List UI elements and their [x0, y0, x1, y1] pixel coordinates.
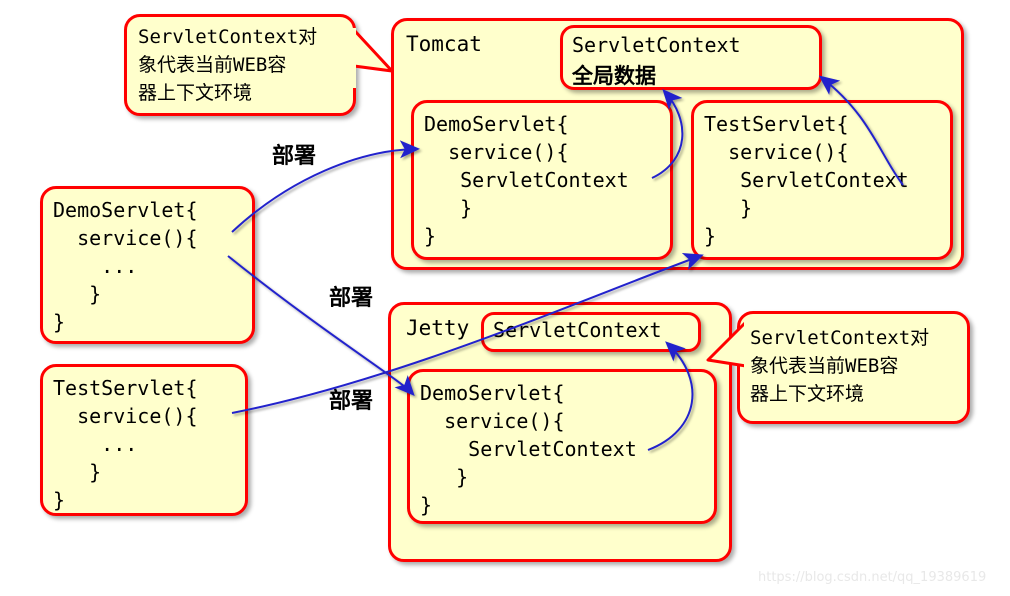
callout-left-line2: 象代表当前WEB容: [138, 54, 287, 76]
callout-right-line3: 器上下文环境: [750, 383, 865, 405]
arrow-deploy-tomcat: [231, 140, 420, 233]
jetty-demo-servlet-code: DemoServlet{ service(){ ServletContext }…: [420, 381, 637, 517]
callout-left-line3: 器上下文环境: [138, 82, 253, 104]
demo-servlet-source-box: [40, 186, 255, 344]
test-servlet-source-code: TestServlet{ service(){ ... } }: [53, 376, 198, 512]
jetty-servletcontext-line1: ServletContext: [493, 318, 662, 342]
test-servlet-source-box: [40, 364, 248, 516]
tomcat-servletcontext-box: [560, 25, 822, 90]
tomcat-demo-servlet-box: [411, 100, 673, 260]
demo-servlet-source-code: DemoServlet{ service(){ ... } }: [53, 198, 198, 334]
tomcat-servletcontext-line1: ServletContext: [572, 33, 741, 57]
callout-right: [737, 311, 970, 424]
callout-right-tail: [706, 320, 760, 380]
tomcat-label: Tomcat: [406, 32, 482, 56]
deploy-label-middle: 部署: [329, 286, 374, 311]
arrow-deploy-jetty: [227, 255, 415, 396]
callout-left-tail: [340, 28, 394, 88]
callout-left-line1: ServletContext对: [138, 26, 318, 48]
jetty-label: Jetty: [406, 316, 470, 340]
watermark: https://blog.csdn.net/qq_19389619: [758, 570, 987, 585]
callout-right-line2: 象代表当前WEB容: [750, 355, 899, 377]
callout-right-line1: ServletContext对: [750, 327, 930, 349]
tomcat-demo-servlet-code: DemoServlet{ service(){ ServletContext }…: [424, 112, 629, 248]
tomcat-test-servlet-code: TestServlet{ service(){ ServletContext }…: [704, 112, 909, 248]
tomcat-servletcontext-line2: 全局数据: [572, 64, 656, 88]
deploy-label-top: 部署: [272, 144, 317, 169]
deploy-label-bottom: 部署: [329, 389, 374, 414]
callout-left: [124, 14, 356, 116]
